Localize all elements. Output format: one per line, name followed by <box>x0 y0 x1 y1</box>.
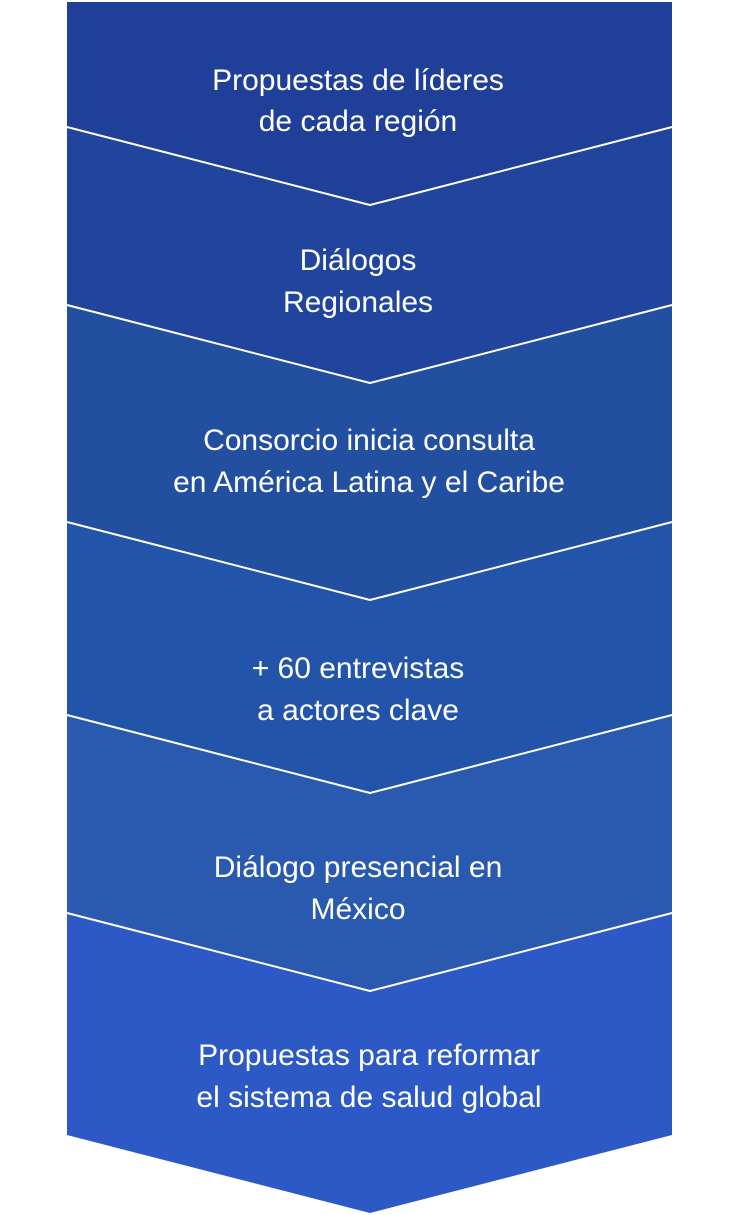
step-3-label-line-2: en América Latina y el Caribe <box>173 466 565 499</box>
chevron-divider <box>66 912 673 992</box>
step-4-label-line-1: + 60 entrevistas <box>252 652 465 685</box>
chevron-shape <box>67 2 672 205</box>
step-5-label-line-1: Diálogo presencial en <box>214 851 503 884</box>
step-1-label-line-1: Propuestas de líderes <box>212 64 504 97</box>
chevron-divider <box>66 126 673 206</box>
step-3-label-line-1: Consorcio inicia consulta <box>203 424 535 457</box>
step-6-label-line-1: Propuestas para reformar <box>198 1039 540 1072</box>
chevron-divider <box>66 304 673 384</box>
step-2-label-line-2: Regionales <box>283 286 433 319</box>
step-5-label-line-2: México <box>310 893 405 926</box>
chevron-divider <box>66 714 673 794</box>
step-1-label-line-2: de cada región <box>259 105 458 138</box>
step-6-label-line-2: el sistema de salud global <box>196 1081 541 1114</box>
step-2-label-line-1: Diálogos <box>300 244 417 277</box>
step-4-label-line-2: a actores clave <box>257 694 459 727</box>
chevron-divider <box>66 521 673 601</box>
flow-step-1 <box>66 2 673 206</box>
